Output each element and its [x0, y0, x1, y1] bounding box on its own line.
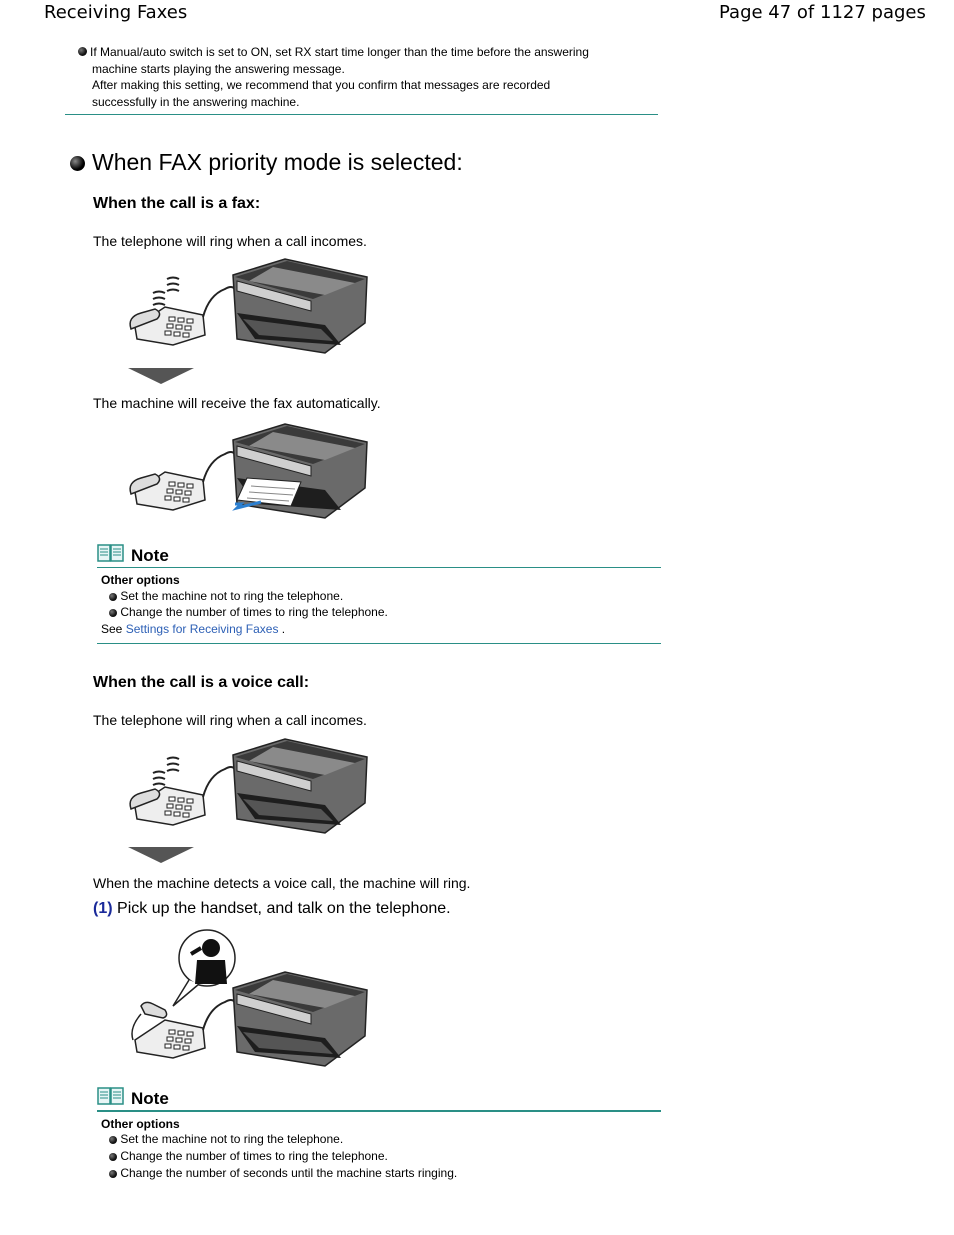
- note-title: Note: [131, 546, 169, 565]
- book-icon: [97, 544, 124, 562]
- step-text: Pick up the handset, and talk on the tel…: [117, 900, 451, 917]
- section-title: Receiving Faxes: [44, 2, 188, 23]
- bullet-icon: [70, 156, 85, 171]
- intro-text: If Manual/auto switch is set to ON, set …: [90, 45, 589, 109]
- page-info: Page 47 of 1127 pages: [719, 2, 926, 23]
- pick-up-handset-illustration: [131, 929, 368, 1067]
- book-icon: [97, 1087, 124, 1105]
- note-title: Note: [131, 1089, 169, 1108]
- note-rule-bottom: [97, 643, 661, 644]
- phone-ringing-fax-illustration: [129, 258, 368, 354]
- bullet-icon: [109, 1169, 117, 1178]
- note-subtitle: Other options: [101, 1117, 180, 1131]
- bullet-icon: [109, 608, 117, 617]
- bullet-icon: [109, 1135, 117, 1144]
- see-also: See Settings for Receiving Faxes .: [101, 622, 286, 636]
- list-item: Set the machine not to ring the telephon…: [109, 588, 343, 605]
- bullet-icon: [78, 47, 87, 56]
- phone-ringing-fax-illustration: [129, 738, 368, 834]
- list-item: Change the number of times to ring the t…: [109, 604, 388, 621]
- list-item: Change the number of times to ring the t…: [109, 1148, 388, 1165]
- fax-receiving-illustration: [129, 423, 368, 519]
- voice-call-heading: When the call is a voice call:: [93, 674, 310, 691]
- divider: [65, 114, 658, 115]
- voice-call-text-2: When the machine detects a voice call, t…: [93, 875, 471, 891]
- bullet-icon: [109, 592, 117, 601]
- section-heading: When FAX priority mode is selected:: [92, 149, 463, 175]
- fax-call-heading: When the call is a fax:: [93, 195, 261, 212]
- settings-link[interactable]: Settings for Receiving Faxes: [125, 622, 279, 636]
- arrow-down-icon: [128, 368, 194, 384]
- list-item: Set the machine not to ring the telephon…: [109, 1131, 343, 1148]
- step-number: (1): [93, 900, 113, 917]
- step-1: (1) Pick up the handset, and talk on the…: [93, 900, 451, 918]
- list-item: Change the number of seconds until the m…: [109, 1165, 457, 1182]
- arrow-down-icon: [128, 847, 194, 863]
- fax-call-text-2: The machine will receive the fax automat…: [93, 395, 381, 411]
- note-subtitle: Other options: [101, 573, 180, 587]
- fax-call-text-1: The telephone will ring when a call inco…: [93, 233, 367, 249]
- note-rule: [97, 1110, 661, 1112]
- bullet-icon: [109, 1152, 117, 1161]
- note-rule: [97, 567, 661, 568]
- voice-call-text-1: The telephone will ring when a call inco…: [93, 712, 367, 728]
